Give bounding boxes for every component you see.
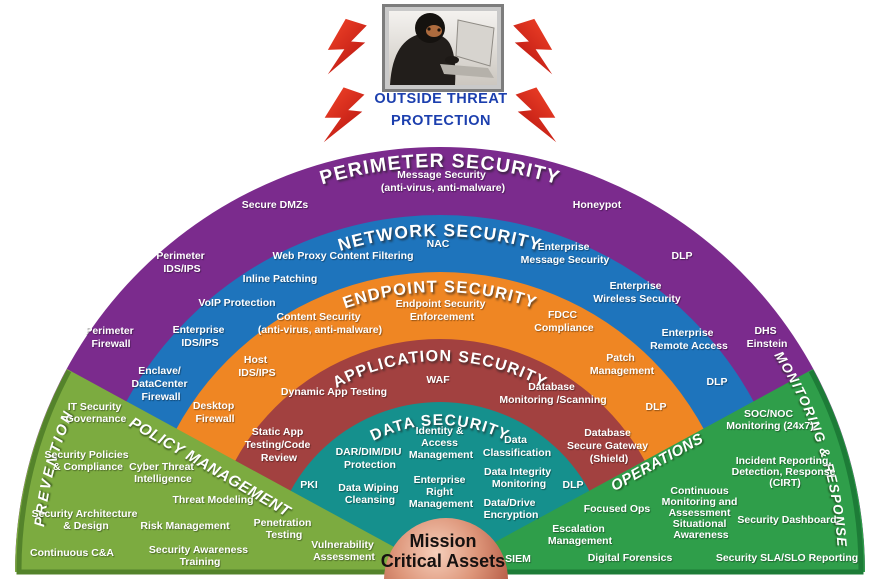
wedge-operations-shape [440,369,865,572]
wedge-item-label: Security Policies & Compliance [45,449,132,473]
wedge-operations-labels: SOC/NOC Monitoring (24x7) Incident Repor… [505,408,858,565]
wedge-item-label: SIEM [505,553,531,565]
wedge-item-label: IT Security Governance [66,401,127,425]
ring-item-label: VoIP Protection [198,297,275,309]
outside-threat-area: OUTSIDE THREAT PROTECTION [318,4,562,150]
wedge-item-label: Digital Forensics [588,552,673,564]
ring-application-labels: WAF Dynamic App Testing Database Monitor… [245,374,651,465]
ring-item-label: Data Integrity Monitoring [484,466,554,490]
wedge-operations-rim [440,369,864,575]
ring-item-label: Enclave/ DataCenter Firewall [132,365,191,403]
wedge-item-label: Continuous C&A [30,547,114,559]
wedge-item-label: Risk Management [140,520,230,532]
side-wedges [15,369,865,575]
wedge-item-label: Cyber Threat Intelligence [129,461,197,485]
ring-item-label: DLP [707,376,728,388]
wedge-item-label: Penetration Testing [254,517,315,541]
ring-item-label: DHS Einstein [747,325,788,350]
mission-line-1: Mission [409,531,476,551]
ring-item-label: Honeypot [573,199,622,211]
outside-threat-line-2: PROTECTION [391,113,491,129]
ring-item-label: FDCC Compliance [534,309,594,334]
wedge-item-label: SOC/NOC Monitoring (24x7) [726,408,814,432]
ring-item-label: DLP [646,401,667,413]
ring-item-label: WAF [426,374,450,386]
wedge-prevention-shape [15,369,440,572]
outside-threat-line-1: OUTSIDE THREAT [374,91,507,107]
mission-critical-sphere [384,518,508,579]
ring-item-label: PKI [300,479,318,491]
ring-item-label: DLP [563,479,584,491]
ring-item-label: Identity & Access Management [409,425,474,461]
ring-item-label: Enterprise Wireless Security [593,280,681,305]
ring-item-label: Perimeter IDS/IPS [156,250,207,275]
lightning-bolt-icon [513,84,562,150]
ring-item-label: Desktop Firewall [193,400,237,425]
ring-item-label: Perimeter Firewall [85,325,136,350]
ring-network-labels: Web Proxy Content Filtering NAC Enterpri… [132,238,729,403]
ring-item-label: DLP [672,250,693,262]
wedge-item-label: Focused Ops [584,503,651,515]
ring-item-label: Inline Patching [243,273,318,285]
ring-item-label: Enterprise Message Security [521,241,610,266]
ring-item-label: Web Proxy Content Filtering [273,250,414,262]
ring-item-label: Host IDS/IPS [238,354,275,379]
ring-item-label: DAR/DIM/DIU Protection [336,446,405,471]
ring-item-label: NAC [427,238,450,250]
ring-item-label: Endpoint Security Enforcement [396,298,489,323]
hacker-figure-icon [390,13,495,85]
ring-item-label: Data/Drive Encryption [484,497,539,521]
ring-item-label: Data Wiping Cleansing [338,482,402,506]
ring-item-label: Secure DMZs [242,199,309,211]
wedge-item-label: Security Dashboard [737,514,836,526]
ring-item-label: Static App Testing/Code Review [245,426,314,464]
lightning-bolt-icon [318,84,367,150]
ring-item-label: Data Classification [483,434,551,459]
ring-item-label: Patch Management [590,352,655,377]
wedge-item-label: Security Awareness Training [149,544,251,568]
wedge-prevention-labels: IT Security Governance Security Policies… [30,401,377,568]
mission-line-2: Critical Assets [381,551,505,571]
ring-item-label: Database Secure Gateway (Shield) [567,427,651,465]
ring-item-label: Message Security (anti-virus, anti-malwa… [381,169,505,194]
ring-item-label: Enterprise Remote Access [650,327,728,352]
ring-item-label: Database Monitoring /Scanning [499,381,606,406]
ring-item-label: Enterprise Right Management [409,474,474,510]
ring-item-label: Dynamic App Testing [281,386,387,398]
wedge-prevention-rim [16,369,440,575]
lightning-bolt-icon [322,16,370,81]
wedge-item-label: Escalation Management [548,523,613,547]
ring-perimeter-labels: Message Security (anti-virus, anti-malwa… [85,169,787,350]
wedge-item-label: Vulnerability Assessment [311,539,377,563]
wedge-item-label: Continuous Monitoring and Assessment Sit… [662,485,741,541]
ring-endpoint-labels: Endpoint Security Enforcement Content Se… [193,298,667,425]
wedge-item-label: Security Architecture & Design [32,508,141,532]
wedge-item-label: Threat Modeling [172,494,253,506]
wedge-item-label: Security SLA/SLO Reporting [716,552,858,564]
ring-item-label: Content Security (anti-virus, anti-malwa… [258,311,382,336]
wedge-item-label: Incident Reporting, Detection, Response … [732,455,839,489]
hacker-photo [382,4,504,92]
ring-data-labels: Identity & Access Management DAR/DIM/DIU… [300,425,583,521]
lightning-bolt-icon [510,16,558,81]
mission-critical-assets-label: Mission Critical Assets [381,531,505,571]
ring-item-label: Enterprise IDS/IPS [173,324,228,349]
